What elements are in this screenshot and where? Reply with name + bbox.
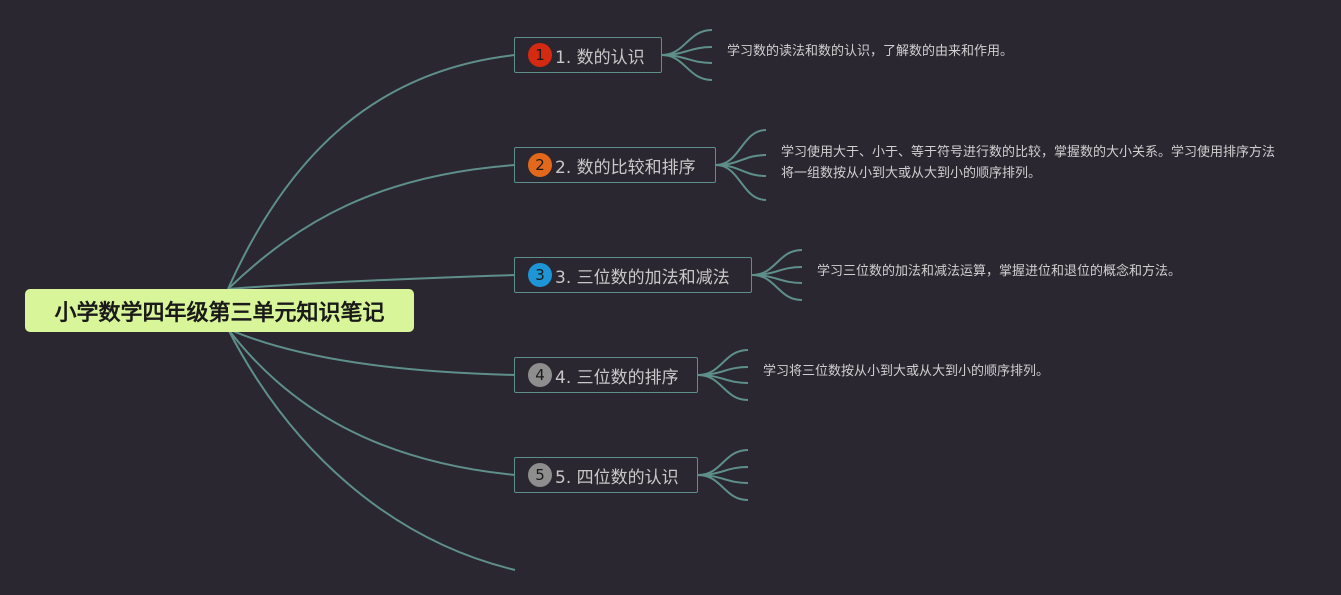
sub-line: [661, 46, 713, 56]
topic-label: 1. 数的认识: [555, 47, 645, 68]
topic-label: 5. 四位数的认识: [555, 467, 679, 488]
number-badge-icon: 3: [528, 263, 552, 287]
branch-line-5: [227, 328, 516, 476]
branch-line-6: [227, 328, 516, 571]
number-badge-icon: 4: [528, 363, 552, 387]
topic-node-5[interactable]: 5 5. 四位数的认识: [514, 457, 698, 493]
root-title: 小学数学四年级第三单元知识笔记: [54, 300, 385, 326]
sub-line: [661, 54, 713, 81]
sub-line: [697, 466, 749, 476]
topic-node-2[interactable]: 2 2. 数的比较和排序: [514, 147, 716, 183]
sub-line: [751, 266, 803, 276]
topic-description: 学习将三位数按从小到大或从大到小的顺序排列。: [763, 364, 1050, 379]
topic-description: 学习数的读法和数的认识，了解数的由来和作用。: [727, 44, 1014, 59]
branch-line-2: [227, 164, 516, 290]
sub-line: [697, 366, 749, 376]
branch-line-1: [227, 54, 516, 290]
topic-label: 3. 三位数的加法和减法: [555, 267, 730, 288]
topic-description: 学习使用大于、小于、等于符号进行数的比较，掌握数的大小关系。学习使用排序方法将一…: [781, 145, 1276, 181]
number-badge-icon: 1: [528, 43, 552, 67]
number-badge-icon: 5: [528, 463, 552, 487]
topic-description: 学习三位数的加法和减法运算，掌握进位和退位的概念和方法。: [817, 264, 1182, 279]
topic-label: 2. 数的比较和排序: [555, 157, 696, 178]
branch-line-3: [227, 274, 516, 290]
sub-line: [697, 374, 749, 401]
topic-node-3[interactable]: 3 3. 三位数的加法和减法: [514, 257, 752, 293]
topic-node-1[interactable]: 1 1. 数的认识: [514, 37, 662, 73]
root-topic[interactable]: 小学数学四年级第三单元知识笔记: [25, 289, 414, 332]
topic-label: 4. 三位数的排序: [555, 367, 679, 388]
branch-line-4: [227, 328, 516, 376]
topic-node-4[interactable]: 4 4. 三位数的排序: [514, 357, 698, 393]
sub-line: [697, 474, 749, 501]
number-badge-icon: 2: [528, 153, 552, 177]
sub-line: [751, 274, 803, 301]
sub-line: [715, 164, 767, 201]
